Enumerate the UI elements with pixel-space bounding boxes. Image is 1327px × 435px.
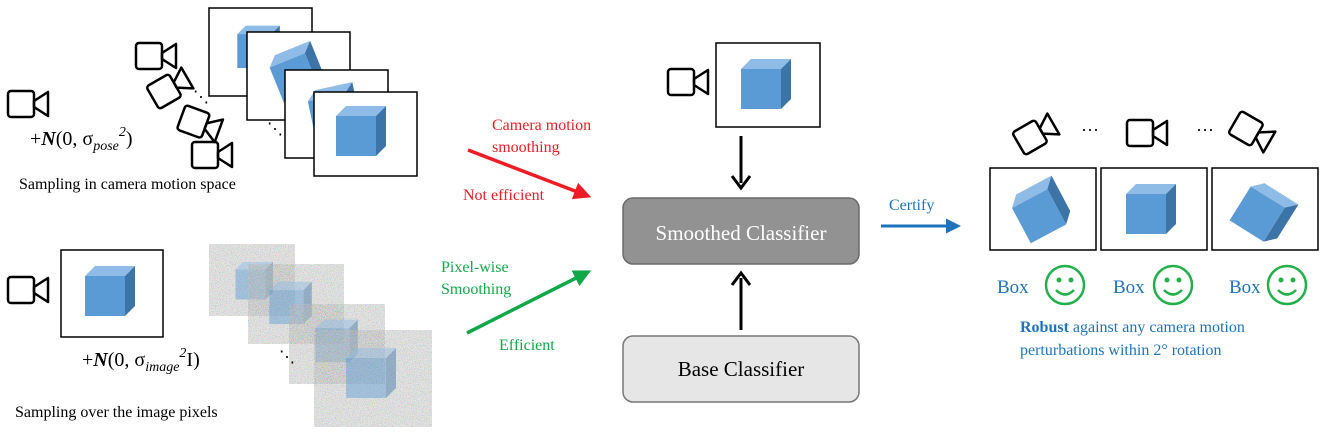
- smoothed-classifier-box: Smoothed Classifier: [622, 197, 860, 265]
- smoothed-classifier-label: Smoothed Classifier: [656, 221, 827, 245]
- ellipsis: ···: [1196, 120, 1214, 140]
- smiley-icon: [1152, 264, 1194, 306]
- prediction-label: Box: [1229, 277, 1261, 298]
- input-image-frame: [715, 42, 821, 128]
- dots: ⋱: [279, 349, 295, 366]
- camera-icon: [666, 67, 710, 97]
- certified-view-3: [1211, 167, 1319, 251]
- pose-noise-formula: +N(0, σpose2): [30, 125, 133, 154]
- pose-image-stack: ⋱: [208, 7, 418, 177]
- certified-view-1: [989, 167, 1097, 251]
- ellipsis: ···: [1081, 120, 1099, 140]
- camera-icon: [1010, 111, 1062, 157]
- efficient-label: Efficient: [499, 337, 555, 354]
- camera-smoothing-arrow: [467, 148, 592, 200]
- robust-statement: Robust against any camera motion: [1020, 319, 1245, 336]
- base-arrow-head: [730, 270, 752, 286]
- dots: ⋱: [193, 89, 209, 106]
- not-efficient-label: Not efficient: [463, 187, 545, 204]
- noisy-frame-4: [313, 329, 433, 428]
- pixel-sampling-caption: Sampling over the image pixels: [15, 404, 218, 421]
- robust-statement-line2: perturbations within 2° rotation: [1020, 342, 1221, 359]
- camera-icon: [1125, 118, 1169, 148]
- prediction-label: Box: [1113, 277, 1145, 298]
- certify-label: Certify: [889, 197, 934, 214]
- camera-icon: [134, 41, 178, 71]
- clean-image-frame: [60, 249, 164, 338]
- pixel-smoothing-arrow: [466, 270, 592, 335]
- base-classifier-label: Base Classifier: [678, 357, 805, 381]
- pose-sampling-caption: Sampling in camera motion space: [19, 176, 236, 193]
- input-arrow-head: [730, 175, 752, 191]
- noisy-image-stack: ⋱: [208, 243, 433, 428]
- camera-icon: [6, 89, 50, 119]
- base-classifier-box: Base Classifier: [622, 335, 860, 403]
- pose-frame-4: [313, 91, 418, 177]
- dots: ⋱: [267, 121, 283, 138]
- prediction-label: Box: [997, 277, 1029, 298]
- certified-view-2: [1100, 167, 1208, 251]
- camera-icon: [1226, 109, 1278, 155]
- camera-icon: [144, 65, 196, 111]
- camera-icon: [6, 275, 50, 305]
- smiley-icon: [1266, 264, 1308, 306]
- camera-icon: [190, 140, 234, 170]
- smiley-icon: [1044, 264, 1086, 306]
- image-noise-formula: +N(0, σimage2I): [82, 346, 200, 375]
- camera-icon: [175, 103, 225, 145]
